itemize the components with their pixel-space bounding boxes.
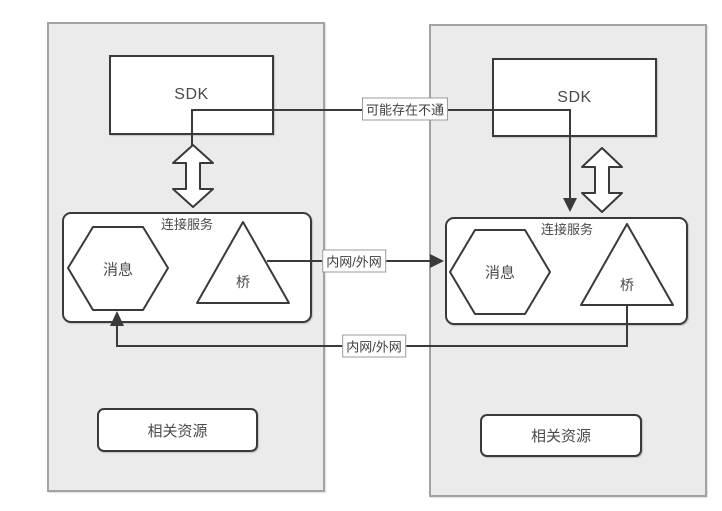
connection-service-label-right: 连接服务 <box>540 222 594 237</box>
bridge-label-right: 桥 <box>620 277 634 293</box>
connection-service-label-left: 连接服务 <box>160 217 214 232</box>
resources-label-left: 相关资源 <box>147 422 208 440</box>
sdk-box-right: SDK <box>492 58 657 137</box>
sdk-label-left: SDK <box>174 86 209 103</box>
connector-label-sdk-cross: 可能存在不通 <box>361 97 449 121</box>
message-label-right: 消息 <box>484 264 516 282</box>
resources-label-right: 相关资源 <box>530 428 591 445</box>
resources-box-left: 相关资源 <box>97 408 258 452</box>
resources-box-right: 相关资源 <box>480 414 642 457</box>
connector-label-bridge-to-service: 内网/外网 <box>322 249 386 273</box>
sdk-label-right: SDK <box>557 88 592 106</box>
message-label-left: 消息 <box>102 261 134 279</box>
connector-label-bridge-to-message: 内网/外网 <box>342 334 406 358</box>
sdk-box-left: SDK <box>109 55 274 135</box>
bridge-label-left: 桥 <box>236 274 250 290</box>
